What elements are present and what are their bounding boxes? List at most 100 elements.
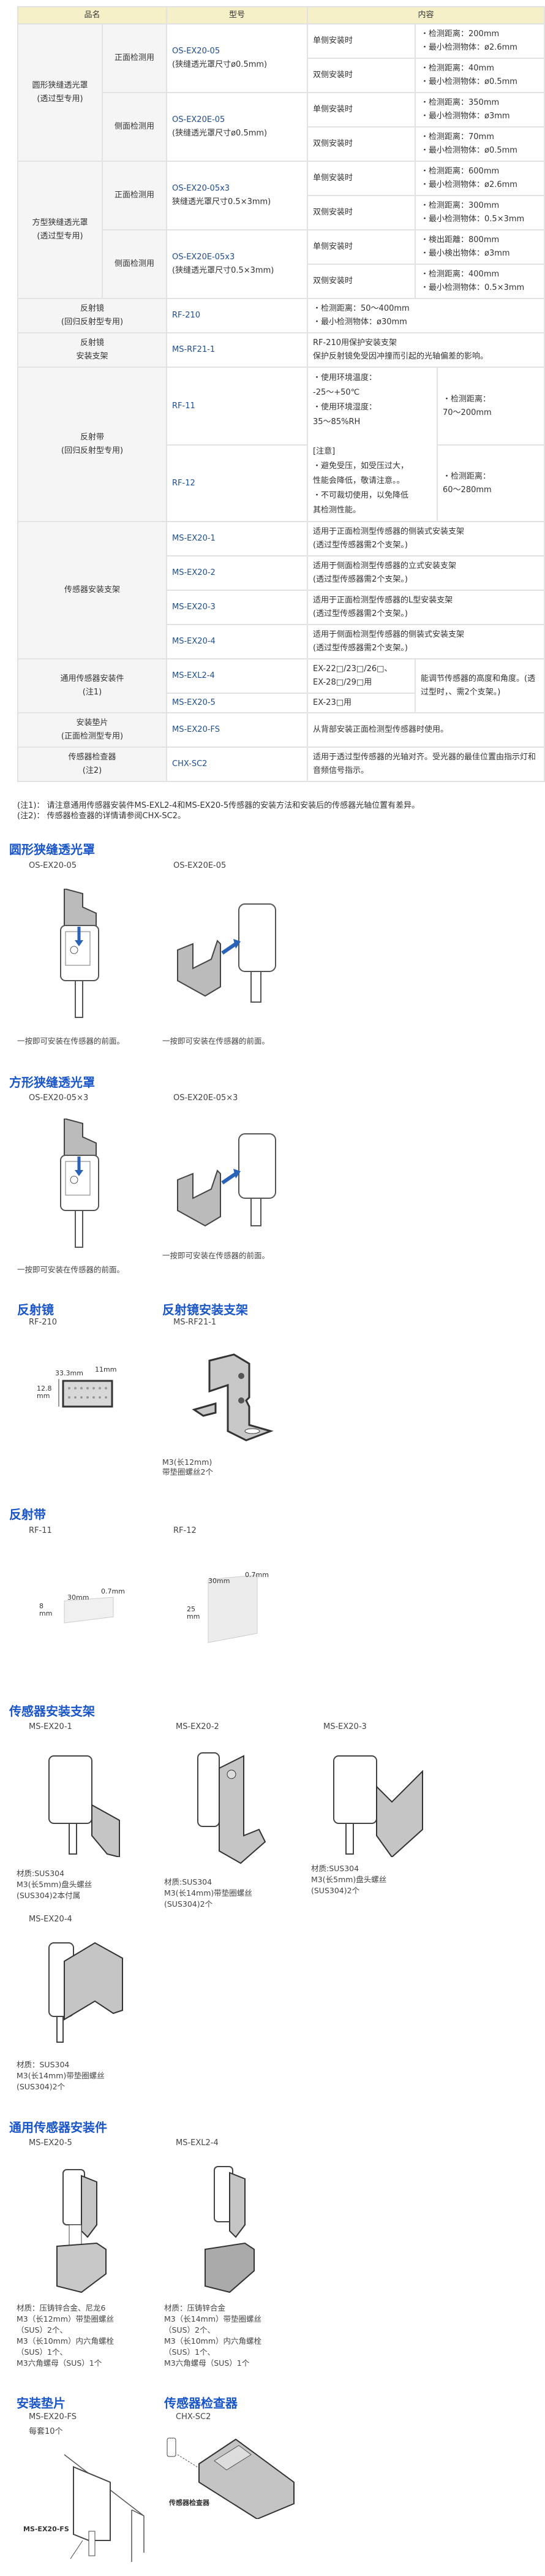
fit-cell: EX-22□/23□/26□、 EX-28□/29□用 [307, 658, 416, 694]
model-link[interactable]: MS-EX20-1 [166, 521, 309, 557]
spec-cell: ・检测距离：40mm・最小检测物体：ø0.5mm [415, 58, 545, 93]
ms-ex20-3-illustration [333, 1755, 423, 1857]
rf-11-dim-height: 8 mm [39, 1602, 53, 1617]
model-link[interactable]: MS-EX20-5 [166, 693, 309, 713]
table-row: 反射镜 安装支架 MS-RF21-1 RF-210用保护安装支架保护反射镜免受因… [17, 332, 545, 368]
label-ms-exl2-4: MS-EXL2-4 [176, 2138, 219, 2148]
table-row: 双侧安装时 ・检测距离：400mm・最小检测物体：0.5×3mm [18, 264, 545, 299]
model-link[interactable]: MS-EXL2-4 [166, 658, 309, 694]
callout-checker: 传感器检查器 [169, 2499, 209, 2507]
spec-line: ・最小检测物体：ø0.5mm [421, 146, 517, 155]
table-row: MS-EX20-2 适用于侧面检测型传感器的立式安装支架 (透过型传感器需2个支… [18, 555, 545, 591]
spec-cell: ・检测距离：70mm・最小检测物体：ø0.5mm [415, 126, 545, 162]
table-row: 侧面检测用 OS-EX20E-05(狭缝透光罩尺寸ø0.5mm) 单侧安装时 ・… [18, 92, 545, 162]
model-link[interactable]: RF-210 [166, 298, 309, 333]
mount-cell: 双侧安装时 [307, 195, 416, 230]
model-cell: OS-EX20E-05x3(狭缝透光罩尺寸0.5×3mm) [166, 229, 309, 299]
spec-line: RF-210用保护安装支架 [313, 338, 397, 348]
caption-round-b: 一按即可安装在传感器的前面。 [162, 1036, 270, 1046]
ms-ex20-5-illustration [56, 2169, 107, 2293]
spec-cell: 适用于侧面检测型传感器的侧装式安装支架 (透过型传感器需2个支架。) [307, 624, 545, 659]
spec-line: ・检测距离：300mm [421, 201, 500, 210]
dim-width: 33.3mm [55, 1369, 83, 1377]
label-ms-ex20-1: MS-EX20-1 [29, 1722, 72, 1731]
model-cell: OS-EX20E-05 (狭缝透光罩尺寸ø0.5mm) [166, 92, 309, 162]
model-note: (狭缝透光罩尺寸ø0.5mm) [172, 129, 268, 138]
model-link[interactable]: OS-EX20-05 [172, 47, 220, 56]
header-name: 品名 [17, 6, 168, 25]
rf-11-illustration [64, 1597, 114, 1624]
rf-210-illustration [58, 1379, 113, 1408]
model-link[interactable]: MS-EX20-4 [166, 624, 309, 659]
section-title-spacer: 安装垫片 [17, 2396, 66, 2411]
model-link[interactable]: RF-11 [166, 367, 309, 446]
caption-ms-ex20-5: 材质：压铸锌合金、尼龙6 M3（长12mm）带垫圈螺丝 （SUS）2个、 M3（… [17, 2303, 114, 2368]
mount-cell: 双侧安装时 [307, 126, 416, 162]
section-title-square-slit: 方形狭缝透光罩 [9, 1075, 95, 1090]
model-link[interactable]: RF-12 [166, 444, 309, 522]
footnote-2: (注2)： 传感器检查器的详情请参阅CHX-SC2。 [17, 811, 186, 821]
table-row: MS-EX20-3 适用于正面检测型传感器的L型安装支架 (透过型传感器需2个支… [18, 590, 545, 625]
spec-cell: ・检测距离：300mm・最小检测物体：0.5×3mm [415, 195, 545, 230]
chx-sc2-illustration [167, 2437, 295, 2519]
model-note: (狭缝透光罩尺寸ø0.5mm) [172, 60, 268, 69]
model-link[interactable]: MS-RF21-1 [166, 332, 309, 368]
spec-line: ・最小検出物体：ø3mm [421, 249, 510, 258]
model-link[interactable]: OS-EX20E-05 [172, 115, 225, 124]
spec-cell: ・检测距离：400mm・最小检测物体：0.5×3mm [415, 264, 545, 299]
spec-cell: 能调节传感器的高度和角度。(透过型时，、需2个支架。) [415, 658, 545, 713]
table-row: 通用传感器安装件 (注1) MS-EXL2-4 EX-22□/23□/26□、 … [17, 658, 545, 713]
section-title-reflector-bracket: 反射镜安装支架 [162, 1302, 248, 1317]
model-link[interactable]: MS-EX20-3 [166, 590, 309, 625]
section-title-sensor-bracket: 传感器安装支架 [9, 1704, 95, 1719]
model-link[interactable]: MS-EX20-2 [166, 555, 309, 591]
spec-line: ・最小检测物体：ø0.5mm [421, 77, 517, 86]
ms-ex20-fs-illustration [64, 2454, 145, 2562]
ms-ex20-2-illustration [197, 1752, 266, 1864]
fit-cell: EX-23□用 [307, 693, 416, 713]
spec-cell: ・检测距离：50～400mm・最小检测物体：ø30mm [307, 298, 545, 333]
category-cell: 传感器安装支架 [17, 521, 168, 659]
spec-cell: ・检测距离：200mm・最小检测物体：ø2.6mm [415, 23, 545, 59]
spec-cell: 适用于透过型传感器的光轴对齐。受光器的最佳位置由指示灯和音频信号指示。 [307, 747, 545, 782]
model-link[interactable]: OS-EX20-05x3 [172, 184, 230, 193]
model-link[interactable]: CHX-SC2 [166, 747, 309, 782]
caption-ms-ex20-4: 材质：SUS304 M3(长14mm)带垫圈螺丝 (SUS304)2个 [17, 2060, 105, 2091]
spec-line: ・检测距离：50～400mm [313, 304, 410, 313]
category-cell: 反射镜 安装支架 [17, 332, 168, 368]
caption-ms-ex20-2: 材质:SUS304 M3(长14mm)带垫圈螺丝 (SUS304)2个 [164, 1877, 252, 1909]
mount-cell: 双侧安装时 [307, 58, 416, 93]
label-ms-ex20-5: MS-EX20-5 [29, 2138, 72, 2148]
label-chx-sc2: CHX-SC2 [176, 2412, 211, 2422]
spec-line: ・最小检测物体：0.5×3mm [421, 283, 525, 292]
rf-12-illustration [208, 1575, 258, 1643]
table-row: MS-EX20-4 适用于侧面检测型传感器的侧装式安装支架 (透过型传感器需2个… [18, 624, 545, 659]
table-row: MS-EX20-5 EX-23□用 [18, 693, 544, 713]
accessory-spec-table: 品名 型号 内容 圆形狭缝透光罩 (透过型专用) 正面检测用 OS-EX20-0… [17, 6, 545, 782]
caption-ms-ex20-3: 材质:SUS304 M3(长5mm)盘头螺丝 (SUS304)2个 [311, 1864, 387, 1895]
spec-line: ・检测距离：350mm [421, 98, 500, 107]
table-row: 侧面检测用 OS-EX20E-05x3(狭缝透光罩尺寸0.5×3mm) 单侧安装… [18, 229, 545, 299]
table-header-row: 品名 型号 内容 [17, 6, 545, 25]
spec-line: ・检测距离：200mm [421, 29, 500, 39]
category-cell: 安装垫片 (正面检测型专用) [17, 712, 168, 748]
rf-12-dim-height: 25 mm [187, 1605, 200, 1620]
spec-line: ・最小检测物体：ø2.6mm [421, 180, 517, 189]
dim-depth: 11mm [95, 1366, 117, 1373]
section-title-general-mount: 通用传感器安装件 [9, 2120, 107, 2135]
mount-cell: 单侧安装时 [307, 92, 416, 127]
label-ms-ex20-4: MS-EX20-4 [29, 1915, 72, 1924]
footnote-1: (注1)： 请注意通用传感器安装件MS-EXL2-4和MS-EX20-5传感器的… [17, 801, 420, 810]
label-rf-210: RF-210 [29, 1318, 58, 1327]
model-link[interactable]: OS-EX20E-05x3 [172, 253, 235, 262]
section-title-round-slit: 圆形狭缝透光罩 [9, 842, 95, 857]
mount-cell: 单侧安装时 [307, 229, 416, 265]
table-row: 传感器检查器 (注2) CHX-SC2 适用于透过型传感器的光轴对齐。受光器的最… [17, 747, 545, 782]
os-ex20e-05-illustration [177, 903, 276, 1003]
spec-cell: 适用于侧面检测型传感器的立式安装支架 (透过型传感器需2个支架。) [307, 555, 545, 591]
dim-height: 12.8 mm [37, 1385, 52, 1400]
model-link[interactable]: MS-EX20-FS [166, 712, 309, 748]
category-cell: 反射镜 (回归反射型专用) [17, 298, 168, 333]
